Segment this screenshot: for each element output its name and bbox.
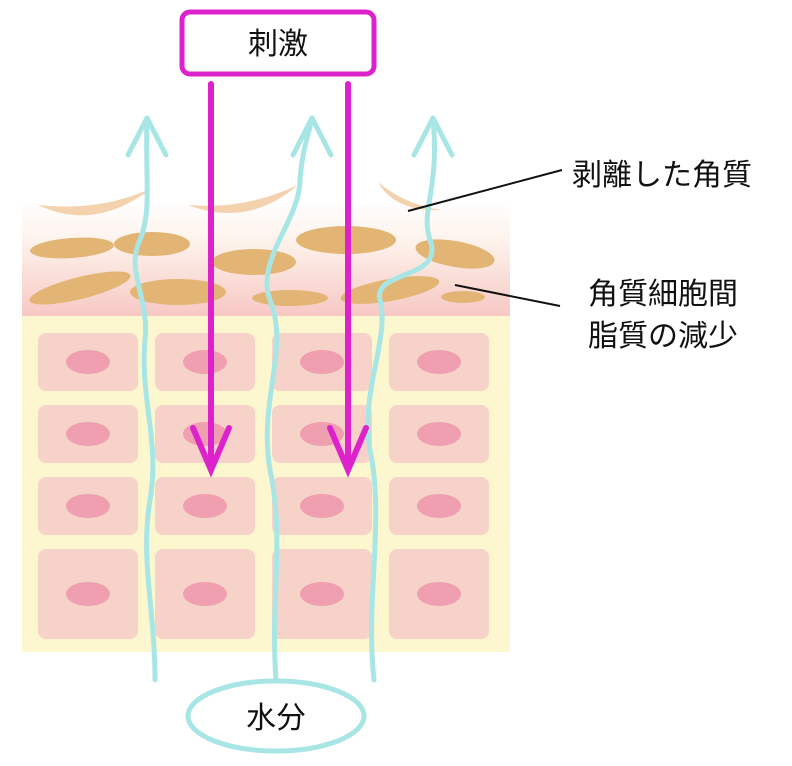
keratin-cell [212, 249, 296, 275]
cell-nucleus [417, 422, 461, 446]
cell-nucleus [300, 494, 344, 518]
cell-nucleus [66, 582, 110, 606]
cell-nucleus [66, 422, 110, 446]
cell-nucleus [300, 350, 344, 374]
peeled-keratin-label: 剥離した角質 [572, 158, 752, 193]
cell-nucleus [417, 350, 461, 374]
lipid-leader [454, 284, 561, 307]
stimulus-arrowhead [190, 425, 232, 478]
cell-nucleus [300, 582, 344, 606]
water-flow [125, 115, 455, 683]
keratin-cell [415, 239, 495, 269]
water-oval [185, 678, 367, 754]
keratin-cell [130, 279, 226, 305]
keratin-cells [29, 226, 495, 306]
stimulus-box [179, 9, 377, 77]
epidermal-cells [38, 333, 489, 639]
peeled-flake [188, 185, 298, 214]
cell-nucleus [183, 350, 227, 374]
cell-nucleus [183, 582, 227, 606]
keratin-cell [252, 290, 328, 306]
cell-nucleus [417, 582, 461, 606]
cell-nucleus [183, 494, 227, 518]
water-arrowhead [290, 115, 334, 158]
keratin-cell [340, 276, 440, 304]
keratin-cell [441, 291, 485, 303]
water-line [264, 115, 315, 683]
peeled-keratin-flakes [38, 182, 442, 216]
lipid-label-line1: 角質細胞間 [588, 277, 738, 312]
stimulus-arrows [190, 81, 369, 478]
peeled-flake [378, 182, 442, 211]
cell-nucleus [66, 494, 110, 518]
cell-nucleus [417, 494, 461, 518]
keratin-cell [29, 271, 131, 305]
peeled-flake [38, 188, 152, 216]
water-line [132, 115, 158, 683]
water-line [365, 115, 438, 683]
stimulus-label: 刺激 [248, 27, 308, 62]
keratin-cell [114, 232, 190, 256]
water-arrowhead [125, 115, 169, 158]
lipid-label-line2: 脂質の減少 [588, 319, 738, 354]
cell-nucleus [66, 350, 110, 374]
stimulus-arrowhead [327, 425, 369, 478]
peeled-keratin-leader [407, 169, 563, 212]
keratin-cell [30, 237, 114, 259]
water-arrowhead [411, 115, 455, 158]
water-label: 水分 [246, 701, 306, 736]
